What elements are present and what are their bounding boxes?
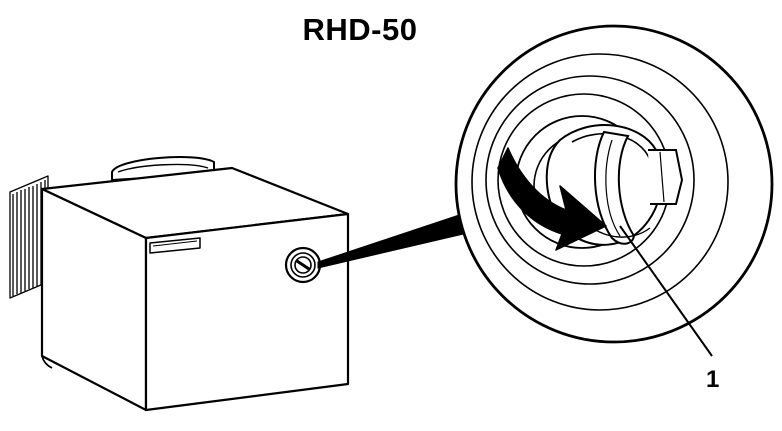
heater-box-illustration <box>9 156 350 412</box>
magnified-circle-detail <box>454 24 774 344</box>
knob-grip <box>594 130 636 245</box>
callout-leader <box>619 225 713 357</box>
front-knob <box>284 246 322 284</box>
callout-label: 1 <box>706 366 720 393</box>
curved-arrow-clockwise <box>497 147 607 251</box>
diagram-title: RHD-50 <box>302 12 418 47</box>
knob-tab <box>648 149 684 205</box>
